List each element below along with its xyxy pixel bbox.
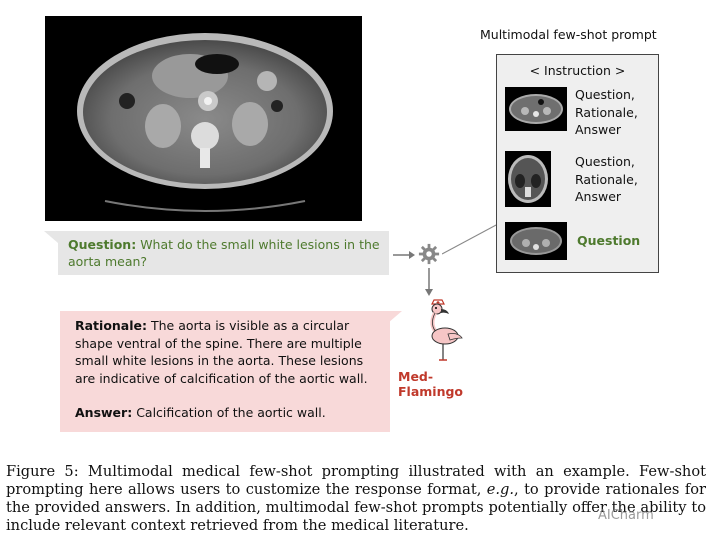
ct-scan-image [45,16,362,221]
query-ct-thumbnail [505,222,567,260]
answer-body: Calcification of the aortic wall. [136,405,326,420]
flamingo-icon [430,299,463,361]
example-text-1: Question, Rationale, Answer [575,86,638,139]
rationale-paragraph: Rationale: The aorta is visible as a cir… [75,317,380,387]
caption-part-1: Figure 5: Multimodal medical few-shot pr… [6,463,706,498]
caption-eg: e.g. [486,481,515,498]
rationale-body: The aorta is visible as a circular shape… [75,318,368,386]
answer-bubble: Rationale: The aorta is visible as a cir… [60,311,390,432]
gear-icon [418,243,440,265]
example-ct-thumbnail-2 [505,151,551,207]
thumbnail-graphic-2 [505,151,551,207]
example-1-line-1: Question, [575,87,635,102]
arrow-right-icon [393,251,415,259]
ct-scan-graphic [45,16,362,221]
example-text-2: Question, Rationale, Answer [575,153,638,206]
caption-part-2: , to provide rationales for the provided… [6,481,706,534]
connector-line [442,223,499,255]
model-name-label: Med-Flamingo [398,369,464,399]
watermark: AICharm [598,508,654,523]
question-bubble: Question: What do the small white lesion… [58,231,389,275]
thumbnail-graphic-1 [505,87,567,131]
question-bubble-tail [44,231,58,243]
panel-title: Multimodal few-shot prompt [480,27,657,42]
instruction-label: < Instruction > [529,63,626,78]
example-2-line-3: Answer [575,189,622,204]
example-1-line-2: Rationale, [575,104,638,120]
question-label: Question: [68,237,137,252]
answer-label: Answer: [75,405,133,420]
query-question-label: Question [577,233,641,248]
arrow-down-icon [425,268,433,296]
example-2-line-1: Question, [575,154,635,169]
example-2-line-2: Rationale, [575,171,638,187]
question-body: What do the small white lesions in the a… [68,237,380,269]
answer-bubble-tail [388,311,402,323]
answer-paragraph: Answer: Calcification of the aortic wall… [75,404,380,422]
figure-caption: Figure 5: Multimodal medical few-shot pr… [6,463,706,535]
answer-text: Rationale: The aorta is visible as a cir… [75,317,380,422]
thumbnail-graphic-3 [505,222,567,260]
few-shot-prompt-panel: < Instruction > Question, Rationale, Ans… [496,54,659,273]
example-ct-thumbnail-1 [505,87,567,131]
question-text: Question: What do the small white lesion… [68,236,381,270]
rationale-label: Rationale: [75,318,148,333]
example-1-line-3: Answer [575,122,622,137]
